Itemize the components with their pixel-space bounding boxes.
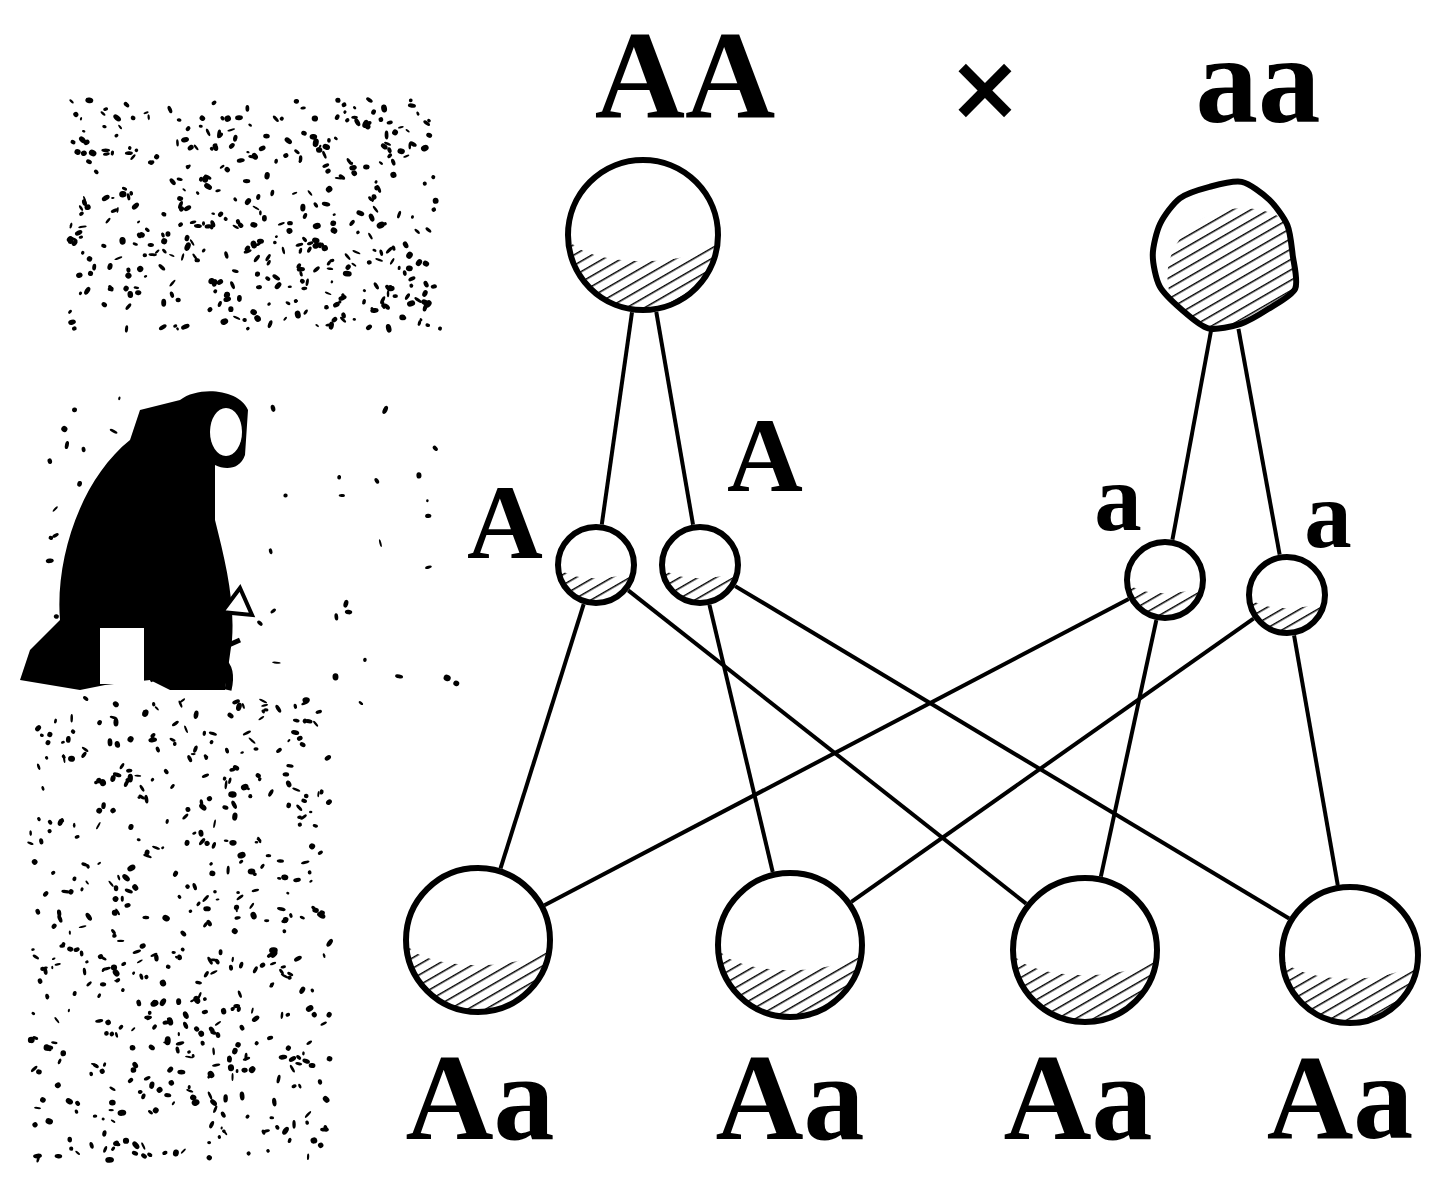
pea-outline [1276, 881, 1424, 1029]
genotype-label: Aa [405, 1037, 554, 1159]
pea-outline [562, 154, 724, 316]
allele-label: A [467, 470, 543, 575]
gamete-cell: a [1243, 551, 1331, 639]
offspring-pea: Aa [1276, 881, 1424, 1029]
gamete-cell: A [552, 521, 640, 609]
gamete-cell: a [1121, 536, 1209, 624]
genotype-label: Aa [715, 1037, 864, 1159]
genotype-label: Aa [1267, 1038, 1414, 1158]
gardener-figure [20, 391, 252, 690]
genotype-label: Aa [1003, 1037, 1152, 1159]
pea-outline [1007, 872, 1163, 1028]
inheritance-line [1172, 329, 1211, 540]
genotype-label: aa [1196, 18, 1321, 143]
allele-label: a [1094, 451, 1142, 546]
pea-outline [1243, 551, 1331, 639]
pea-outline [1121, 536, 1209, 624]
genotype-label: AA [595, 13, 776, 138]
offspring-pea: Aa [400, 862, 556, 1018]
inheritance-line [602, 312, 632, 524]
inheritance-line [1101, 620, 1156, 877]
inheritance-line [709, 605, 772, 872]
inheritance-line [628, 590, 1026, 903]
pea-outline [712, 867, 868, 1023]
offspring-pea: Aa [712, 867, 868, 1023]
inheritance-line [851, 619, 1253, 902]
pea-outline [400, 862, 556, 1018]
inheritance-line [501, 604, 584, 868]
gamete-cell: A [656, 521, 744, 609]
allele-label: a [1304, 468, 1352, 563]
inheritance-line [1238, 329, 1279, 555]
inheritance-line [544, 599, 1128, 905]
parent-pea: aa [1147, 177, 1303, 333]
inheritance-line [735, 586, 1289, 918]
inheritance-line [656, 312, 693, 525]
pea-outline [552, 521, 640, 609]
allele-label: A [727, 403, 803, 508]
cross-sign: × [947, 43, 1022, 133]
inheritance-line [1294, 635, 1338, 885]
offspring-pea: Aa [1007, 872, 1163, 1028]
pea-outline [656, 521, 744, 609]
pea-outline [1147, 177, 1303, 333]
parent-pea: AA [562, 154, 724, 316]
